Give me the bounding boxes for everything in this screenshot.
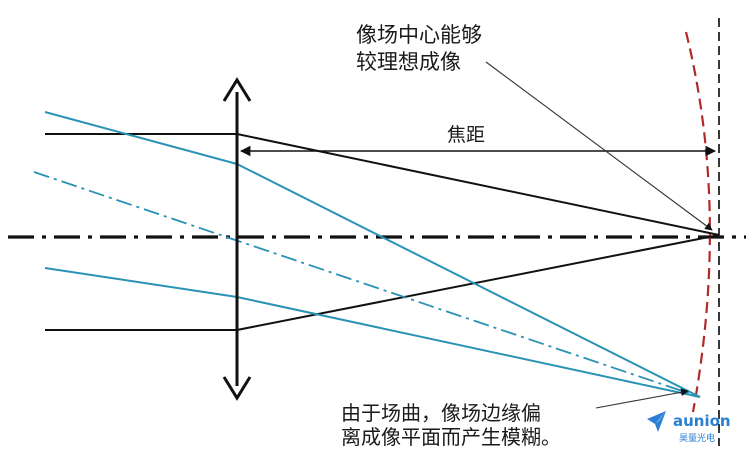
brand-name-en: aunion xyxy=(673,412,731,430)
blue-ray-lower xyxy=(44,267,238,298)
center-leader-line xyxy=(485,61,713,231)
edge-leader-line xyxy=(595,388,689,409)
edge-annotation-line2: 离成像平面而产生模糊。 xyxy=(341,425,561,449)
black-ray-top-refracted xyxy=(236,133,720,236)
edge-annotation-line1: 由于场曲，像场边缘偏 xyxy=(341,401,541,425)
aunion-logo-icon xyxy=(647,411,666,432)
blue-ray-lower-refracted xyxy=(236,296,701,398)
focal-length-label: 焦距 xyxy=(447,124,485,146)
center-annotation-line2: 较理想成像 xyxy=(356,50,461,74)
black-ray-bottom-refracted xyxy=(236,234,720,331)
center-annotation-line1: 像场中心能够 xyxy=(356,23,482,47)
double-arrow-lens-icon xyxy=(222,77,252,401)
blue-ray-upper-refracted xyxy=(236,163,701,398)
brand-name-cn: 昊量光电 xyxy=(679,432,715,444)
blue-ray-upper xyxy=(44,111,238,165)
field-curvature-curve xyxy=(684,31,711,413)
blue-chief-ray xyxy=(33,171,701,398)
